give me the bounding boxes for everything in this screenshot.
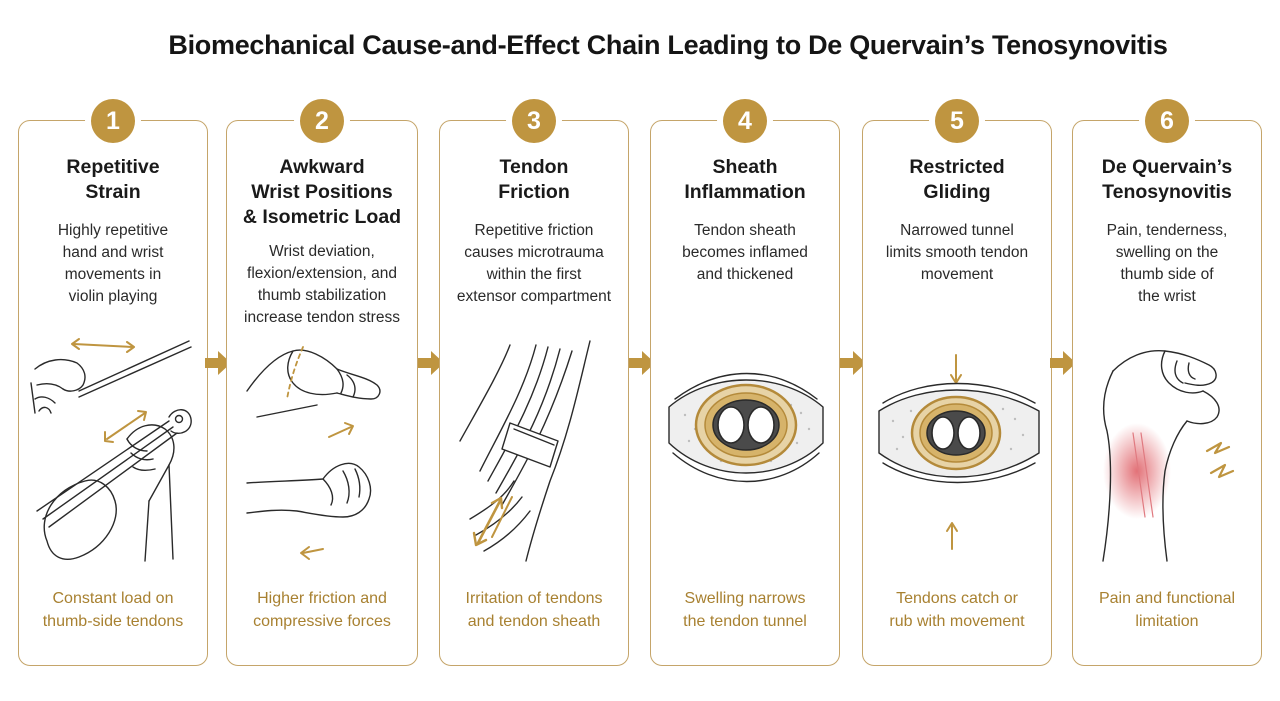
flow-arrow-icon (205, 351, 231, 375)
flow-arrow-icon (418, 351, 444, 375)
step-number-badge: 1 (91, 99, 135, 143)
inflamed-sheath-cross-section-icon (668, 372, 824, 483)
flow-arrow-icon (1050, 351, 1076, 375)
step-number-badge: 3 (512, 99, 556, 143)
tendon-friction-icon (459, 340, 591, 562)
step-number-badge: 6 (1145, 99, 1189, 143)
painful-wrist-icon (1102, 350, 1235, 562)
step-number-badge: 5 (935, 99, 979, 143)
narrowed-tunnel-cross-section-icon (878, 354, 1040, 550)
page-title: Biomechanical Cause-and-Effect Chain Lea… (168, 30, 1168, 60)
flow-arrow-icon (840, 351, 866, 375)
step-number-badge: 2 (300, 99, 344, 143)
violin-playing-hands-icon (30, 338, 192, 562)
step-number-badge: 4 (723, 99, 767, 143)
wrist-deviation-icon (246, 346, 381, 560)
flow-arrow-icon (629, 351, 655, 375)
